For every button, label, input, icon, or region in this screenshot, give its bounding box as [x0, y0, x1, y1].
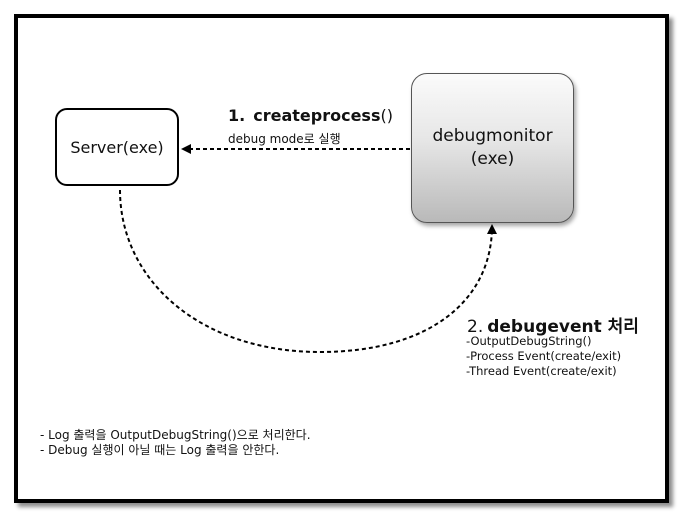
step1-description: debug mode로 실행 — [228, 132, 341, 146]
step1-function: createprocess — [253, 106, 381, 125]
event-item: -Thread Event(create/exit) — [466, 364, 617, 378]
step2-event-list: -OutputDebugString() -Process Event(crea… — [466, 334, 621, 379]
monitor-label-line2: (exe) — [470, 149, 515, 169]
step2-function: debugevent — [487, 317, 602, 337]
note-item: - Debug 실행이 아닐 때는 Log 출력을 안한다. — [40, 443, 280, 457]
server-process-box: Server(exe) — [55, 108, 179, 186]
event-item: -Process Event(create/exit) — [466, 349, 622, 363]
monitor-label-line1: debugmonitor — [432, 126, 553, 147]
step2-number: 2. — [467, 317, 484, 337]
debugevent-arrow — [119, 189, 497, 354]
notes-block: - Log 출력을 OutputDebugString()으로 처리한다. - … — [40, 428, 311, 458]
step1-number: 1. — [228, 106, 246, 125]
step1-label: 1. createprocess() — [228, 106, 393, 125]
step2-suffix: 처리 — [601, 317, 639, 337]
server-label: Server(exe) — [70, 137, 164, 157]
debugmonitor-process-box: debugmonitor (exe) — [411, 73, 574, 223]
step1-parens: () — [380, 106, 393, 125]
step2-label: 2.debugevent 처리 — [467, 312, 639, 337]
note-item: - Log 출력을 OutputDebugString()으로 처리한다. — [40, 428, 311, 442]
event-item: -OutputDebugString() — [466, 334, 592, 348]
